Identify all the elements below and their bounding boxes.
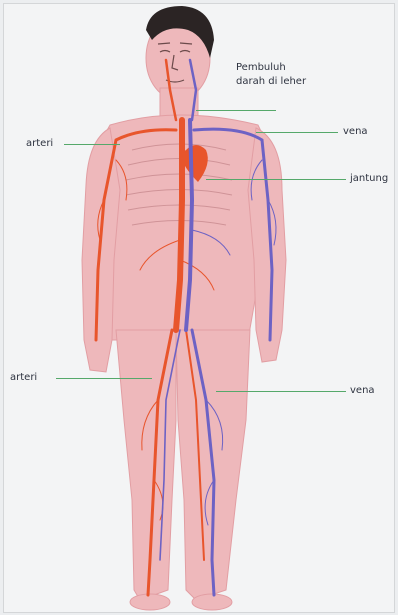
leader-vein-top xyxy=(256,132,338,133)
leader-vein-bottom xyxy=(216,391,346,392)
label-artery-bottom: arteri xyxy=(10,372,37,384)
right-arm xyxy=(248,128,286,362)
leader-heart xyxy=(206,179,346,180)
left-foot xyxy=(130,594,170,610)
label-vein-bottom: vena xyxy=(350,385,375,397)
leader-artery-bottom xyxy=(56,378,152,379)
label-neck-vessels-line1: Pembuluh xyxy=(236,62,286,74)
label-artery-top: arteri xyxy=(26,138,53,150)
body-silhouette xyxy=(82,16,286,610)
right-foot xyxy=(192,594,232,610)
leader-neck-vessels xyxy=(196,110,276,111)
label-vein-top: vena xyxy=(343,126,368,138)
leader-artery-top xyxy=(64,144,120,145)
left-leg xyxy=(116,330,176,600)
label-neck-vessels-line2: darah di leher xyxy=(236,76,306,88)
label-heart: jantung xyxy=(350,173,388,185)
